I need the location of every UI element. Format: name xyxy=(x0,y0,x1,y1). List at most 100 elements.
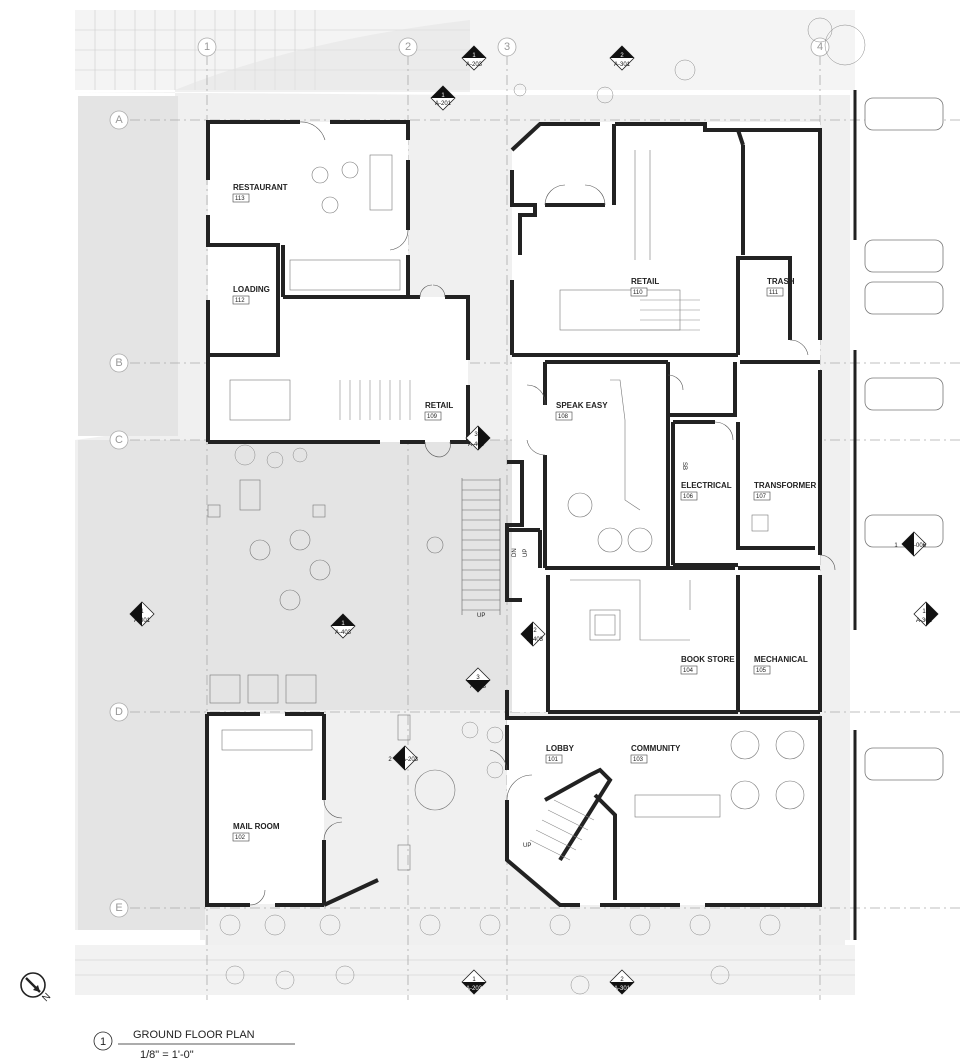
grid-bubble-col-3: 3 xyxy=(497,37,517,57)
room-electrical: ELECTRICAL 106 SB xyxy=(680,462,732,501)
grid-bubble-row-c: C xyxy=(109,430,129,450)
svg-text:1: 1 xyxy=(472,53,476,59)
svg-text:1: 1 xyxy=(341,621,345,627)
svg-text:BOOK STORE: BOOK STORE xyxy=(681,655,735,664)
svg-text:103: 103 xyxy=(633,757,644,763)
svg-text:3: 3 xyxy=(476,675,480,681)
svg-text:2: 2 xyxy=(533,628,537,634)
svg-text:1: 1 xyxy=(441,93,445,99)
section-marker-top-1: 1 A-203 xyxy=(461,45,487,71)
grid-bubble-col-4: 4 xyxy=(810,37,830,57)
room-loading: LOADING 112 xyxy=(232,285,270,305)
svg-text:C: C xyxy=(115,434,123,446)
section-marker-top-2: 2 A-301 xyxy=(609,45,635,71)
svg-text:E: E xyxy=(115,902,122,914)
svg-text:A-203: A-203 xyxy=(466,62,483,68)
parked-cars xyxy=(853,90,944,940)
svg-text:2: 2 xyxy=(388,757,392,763)
svg-text:TRASH: TRASH xyxy=(767,277,795,286)
svg-text:4: 4 xyxy=(817,41,823,53)
room-transformer: TRANSFORMER 107 xyxy=(753,481,816,501)
room-speak-easy: SPEAK EASY 108 xyxy=(555,401,608,421)
room-mail-room: MAIL ROOM 102 xyxy=(232,822,280,842)
svg-text:MAIL ROOM: MAIL ROOM xyxy=(233,822,280,831)
north-letter: N xyxy=(40,991,53,1004)
elevation-marker-a006: 1 A-006 xyxy=(894,531,927,557)
drawing-title: 1 GROUND FLOOR PLAN 1/8" = 1'-0" xyxy=(93,1029,295,1061)
svg-text:A-403: A-403 xyxy=(527,637,544,643)
room-trash: TRASH 111 xyxy=(766,277,795,297)
elevation-marker-a201: 1 A-201 xyxy=(430,85,456,111)
svg-text:110: 110 xyxy=(633,290,643,296)
room-retail-110: RETAIL 110 xyxy=(630,277,659,297)
svg-text:108: 108 xyxy=(558,414,569,420)
svg-text:A-403: A-403 xyxy=(470,684,487,690)
room-lobby: LOBBY 101 xyxy=(545,744,575,764)
svg-text:1: 1 xyxy=(922,609,926,615)
room-book-store: BOOK STORE 104 xyxy=(680,655,735,675)
svg-text:2: 2 xyxy=(620,977,624,983)
room-community: COMMUNITY 103 xyxy=(630,744,681,764)
svg-text:1: 1 xyxy=(472,977,476,983)
svg-text:MECHANICAL: MECHANICAL xyxy=(754,655,808,664)
stair-up-label: UP xyxy=(477,613,485,619)
section-marker-bottom-2: 2 A-301 xyxy=(609,969,635,995)
svg-text:RESTAURANT: RESTAURANT xyxy=(233,183,288,192)
svg-text:A-203: A-203 xyxy=(402,757,419,763)
elevation-marker-a403-south: 3 A-403 xyxy=(465,667,491,693)
doors xyxy=(249,121,836,906)
elevation-marker-a403-stair: 2 A-403 xyxy=(520,621,546,647)
lobby-stair-up-label: UP xyxy=(523,843,531,849)
grid-bubbles: 1 2 3 4 A B C D E xyxy=(109,37,830,918)
grid-bubble-col-1: 1 xyxy=(197,37,217,57)
svg-text:104: 104 xyxy=(683,668,694,674)
svg-text:105: 105 xyxy=(756,668,767,674)
room-retail-109: RETAIL 109 xyxy=(424,401,453,421)
svg-text:1: 1 xyxy=(140,609,144,615)
section-marker-right-a301: 1 A-301 xyxy=(913,601,939,627)
svg-text:109: 109 xyxy=(427,414,438,420)
svg-text:A-203: A-203 xyxy=(466,986,483,992)
section-marker-bottom-1: 1 A-203 xyxy=(461,969,487,995)
svg-text:RETAIL: RETAIL xyxy=(425,401,453,410)
furniture xyxy=(207,150,805,871)
svg-text:TRANSFORMER: TRANSFORMER xyxy=(754,481,816,490)
svg-text:1: 1 xyxy=(894,543,898,549)
svg-text:RETAIL: RETAIL xyxy=(631,277,659,286)
svg-text:102: 102 xyxy=(235,835,246,841)
svg-text:113: 113 xyxy=(235,196,245,202)
drawing-number: 1 xyxy=(100,1036,106,1048)
grid-bubble-col-2: 2 xyxy=(398,37,418,57)
svg-text:A-201: A-201 xyxy=(435,101,452,107)
svg-text:SPEAK EASY: SPEAK EASY xyxy=(556,401,608,410)
svg-text:112: 112 xyxy=(235,298,245,304)
grid-bubble-row-e: E xyxy=(109,898,129,918)
svg-text:1: 1 xyxy=(204,41,210,53)
grid-bubble-row-a: A xyxy=(109,110,129,130)
drawing-scale: 1/8" = 1'-0" xyxy=(140,1049,194,1061)
drawing-name: GROUND FLOOR PLAN xyxy=(133,1029,255,1041)
svg-text:A-403: A-403 xyxy=(468,442,485,448)
room-restaurant: RESTAURANT 113 xyxy=(232,183,288,203)
svg-text:3: 3 xyxy=(474,432,478,438)
svg-text:A-301: A-301 xyxy=(614,986,631,992)
svg-text:3: 3 xyxy=(504,41,510,53)
svg-text:2: 2 xyxy=(405,41,411,53)
svg-text:B: B xyxy=(115,357,122,369)
svg-text:2: 2 xyxy=(620,53,624,59)
north-arrow: N xyxy=(20,972,53,1004)
svg-text:106: 106 xyxy=(683,494,694,500)
svg-text:LOADING: LOADING xyxy=(233,285,270,294)
svg-text:A-006: A-006 xyxy=(910,543,927,549)
svg-text:107: 107 xyxy=(756,494,767,500)
landscaping xyxy=(219,17,866,995)
svg-text:101: 101 xyxy=(548,757,559,763)
grid-bubble-row-b: B xyxy=(109,353,129,373)
room-mechanical: MECHANICAL 105 xyxy=(753,655,808,675)
walls xyxy=(205,120,822,907)
svg-text:D: D xyxy=(115,706,123,718)
svg-text:A-301: A-301 xyxy=(614,62,631,68)
svg-text:LOBBY: LOBBY xyxy=(546,744,575,753)
grid-bubble-row-d: D xyxy=(109,702,129,722)
